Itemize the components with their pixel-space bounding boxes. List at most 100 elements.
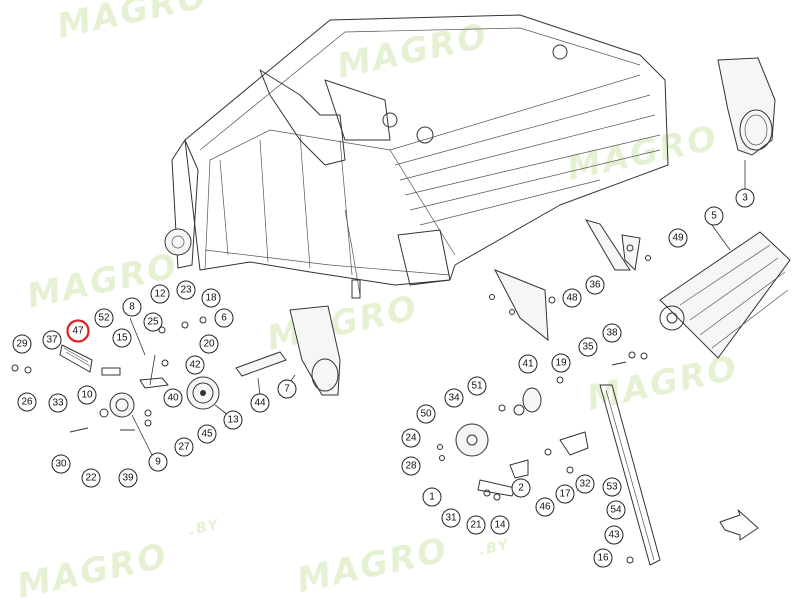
callout-label: 54 xyxy=(610,505,622,516)
callout-2[interactable]: 2 xyxy=(511,478,531,498)
callout-51[interactable]: 51 xyxy=(467,376,487,396)
callout-45[interactable]: 45 xyxy=(197,424,217,444)
callout-26[interactable]: 26 xyxy=(17,392,37,412)
callout-41[interactable]: 41 xyxy=(518,354,538,374)
callout-22[interactable]: 22 xyxy=(81,468,101,488)
callout-5[interactable]: 5 xyxy=(704,206,724,226)
callout-12[interactable]: 12 xyxy=(150,284,170,304)
callout-circle xyxy=(606,500,626,520)
callout-label: 21 xyxy=(470,520,482,531)
callout-20[interactable]: 20 xyxy=(199,334,219,354)
chassis-frame xyxy=(164,14,669,299)
callout-14[interactable]: 14 xyxy=(490,515,510,535)
callout-circle xyxy=(223,410,243,430)
callout-6[interactable]: 6 xyxy=(214,308,234,328)
callout-19[interactable]: 19 xyxy=(551,353,571,373)
callout-7[interactable]: 7 xyxy=(277,379,297,399)
callout-30[interactable]: 30 xyxy=(51,454,71,474)
callout-label: 6 xyxy=(221,313,227,324)
callout-label: 27 xyxy=(178,442,190,453)
callout-38[interactable]: 38 xyxy=(602,323,622,343)
callout-31[interactable]: 31 xyxy=(441,508,461,528)
callout-44[interactable]: 44 xyxy=(250,393,270,413)
callout-52[interactable]: 52 xyxy=(94,308,114,328)
callout-10[interactable]: 10 xyxy=(77,385,97,405)
callout-label: 26 xyxy=(21,397,33,408)
callout-24[interactable]: 24 xyxy=(401,428,421,448)
callout-53[interactable]: 53 xyxy=(602,477,622,497)
callout-circle xyxy=(562,288,582,308)
callout-48[interactable]: 48 xyxy=(562,288,582,308)
callout-49[interactable]: 49 xyxy=(668,228,688,248)
callout-46[interactable]: 46 xyxy=(535,497,555,517)
callout-label: 44 xyxy=(254,398,266,409)
callout-circle xyxy=(704,206,724,226)
callout-circle xyxy=(42,330,62,350)
callout-label: 14 xyxy=(494,520,506,531)
callout-9[interactable]: 9 xyxy=(148,452,168,472)
callout-circle xyxy=(735,188,755,208)
callout-33[interactable]: 33 xyxy=(48,393,68,413)
watermark-suffix: .BY xyxy=(188,517,222,539)
callout-3[interactable]: 3 xyxy=(735,188,755,208)
callout-34[interactable]: 34 xyxy=(444,388,464,408)
callout-circle xyxy=(214,308,234,328)
callout-circle xyxy=(174,437,194,457)
callout-47[interactable]: 47 xyxy=(66,319,90,343)
callout-circle xyxy=(122,297,142,317)
callout-50[interactable]: 50 xyxy=(416,404,436,424)
callout-label: 25 xyxy=(147,317,159,328)
lower-center-group xyxy=(437,351,661,566)
callout-39[interactable]: 39 xyxy=(118,468,138,488)
callout-label: 7 xyxy=(284,384,290,395)
callout-40[interactable]: 40 xyxy=(163,388,183,408)
callout-42[interactable]: 42 xyxy=(185,355,205,375)
callout-circle xyxy=(77,385,97,405)
callout-13[interactable]: 13 xyxy=(223,410,243,430)
callout-43[interactable]: 43 xyxy=(604,525,624,545)
callout-28[interactable]: 28 xyxy=(401,456,421,476)
callout-54[interactable]: 54 xyxy=(606,500,626,520)
callout-29[interactable]: 29 xyxy=(12,334,32,354)
callout-18[interactable]: 18 xyxy=(201,288,221,308)
callout-circle xyxy=(593,548,613,568)
watermark-text: MAGRO xyxy=(264,288,422,359)
callout-circle xyxy=(490,515,510,535)
callout-label: 33 xyxy=(52,398,64,409)
callout-label: 1 xyxy=(429,492,435,503)
callout-37[interactable]: 37 xyxy=(42,330,62,350)
callout-15[interactable]: 15 xyxy=(112,328,132,348)
callout-circle xyxy=(668,228,688,248)
callout-21[interactable]: 21 xyxy=(466,515,486,535)
callout-17[interactable]: 17 xyxy=(555,484,575,504)
callout-16[interactable]: 16 xyxy=(593,548,613,568)
callout-circle xyxy=(51,454,71,474)
callout-label: 3 xyxy=(742,193,748,204)
callout-label: 46 xyxy=(539,502,551,513)
callout-label: 8 xyxy=(129,302,135,313)
callout-8[interactable]: 8 xyxy=(122,297,142,317)
callout-36[interactable]: 36 xyxy=(585,275,605,295)
callout-label: 49 xyxy=(672,233,684,244)
watermark-text: MAGRO xyxy=(54,0,212,47)
callout-circle xyxy=(176,280,196,300)
callout-32[interactable]: 32 xyxy=(575,474,595,494)
callout-1[interactable]: 1 xyxy=(422,487,442,507)
callout-circle xyxy=(604,525,624,545)
callout-label: 36 xyxy=(589,280,601,291)
callout-27[interactable]: 27 xyxy=(174,437,194,457)
callout-35[interactable]: 35 xyxy=(578,337,598,357)
callout-label: 45 xyxy=(201,429,213,440)
callout-label: 23 xyxy=(180,285,192,296)
callout-circle xyxy=(199,334,219,354)
callout-circle xyxy=(466,515,486,535)
callout-circle xyxy=(511,478,531,498)
callout-circle xyxy=(401,428,421,448)
callout-25[interactable]: 25 xyxy=(143,312,163,332)
callout-label: 17 xyxy=(559,489,571,500)
callout-23[interactable]: 23 xyxy=(176,280,196,300)
callout-circle xyxy=(535,497,555,517)
callout-label: 2 xyxy=(518,483,524,494)
callout-label: 5 xyxy=(711,211,717,222)
callout-circle xyxy=(551,353,571,373)
